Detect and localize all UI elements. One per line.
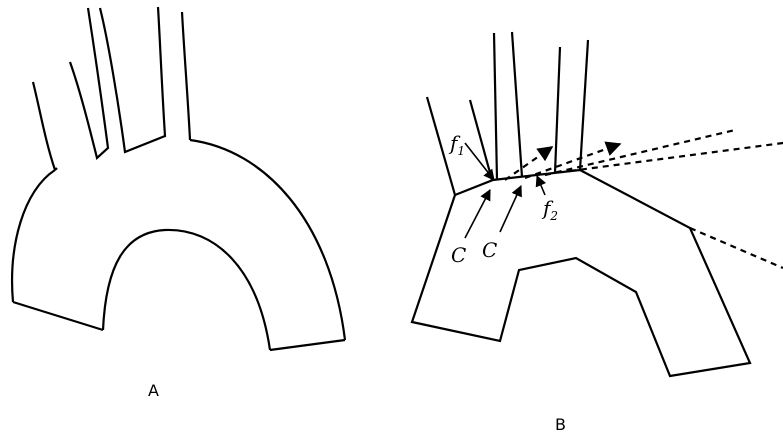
label-f2: f2 <box>541 196 558 223</box>
arch-b-branch-4-right <box>580 40 588 170</box>
arch-b-branch-4-left <box>555 47 560 173</box>
panel-b-arch <box>412 32 783 376</box>
arrow-f2 <box>537 176 545 195</box>
arch-a-outer-wall-right <box>190 140 345 340</box>
arch-a-branch-1-left <box>33 82 55 170</box>
label-c-right: C <box>482 238 497 262</box>
label-c-left: C <box>451 243 466 267</box>
arrow-c-left <box>465 190 490 238</box>
arch-a-branch-3 <box>100 7 165 152</box>
panel-b-label: B <box>555 415 566 434</box>
label-f1: f1 <box>448 131 465 158</box>
arch-b-branch-3-right <box>512 32 522 177</box>
arrow-f1 <box>465 143 494 180</box>
arch-a-inner-wall <box>103 230 270 350</box>
dashed-line-2 <box>525 144 620 178</box>
arch-a-branch-1-right <box>55 168 57 170</box>
arch-b-outer-wall <box>412 170 750 376</box>
arch-a-right-end <box>270 340 345 350</box>
panel-a-label: A <box>148 381 159 400</box>
arch-b-branch-3-left <box>494 33 497 180</box>
panel-a-arch <box>12 7 345 350</box>
arch-a-outer-wall <box>12 170 55 302</box>
arrow-c-right <box>500 186 521 232</box>
arch-b-branch-2 <box>470 100 492 180</box>
arch-a-branch-4 <box>182 12 190 140</box>
arch-a-left-end <box>13 302 103 330</box>
dashed-line-4 <box>570 143 783 171</box>
arch-a-branch-2 <box>70 8 108 158</box>
